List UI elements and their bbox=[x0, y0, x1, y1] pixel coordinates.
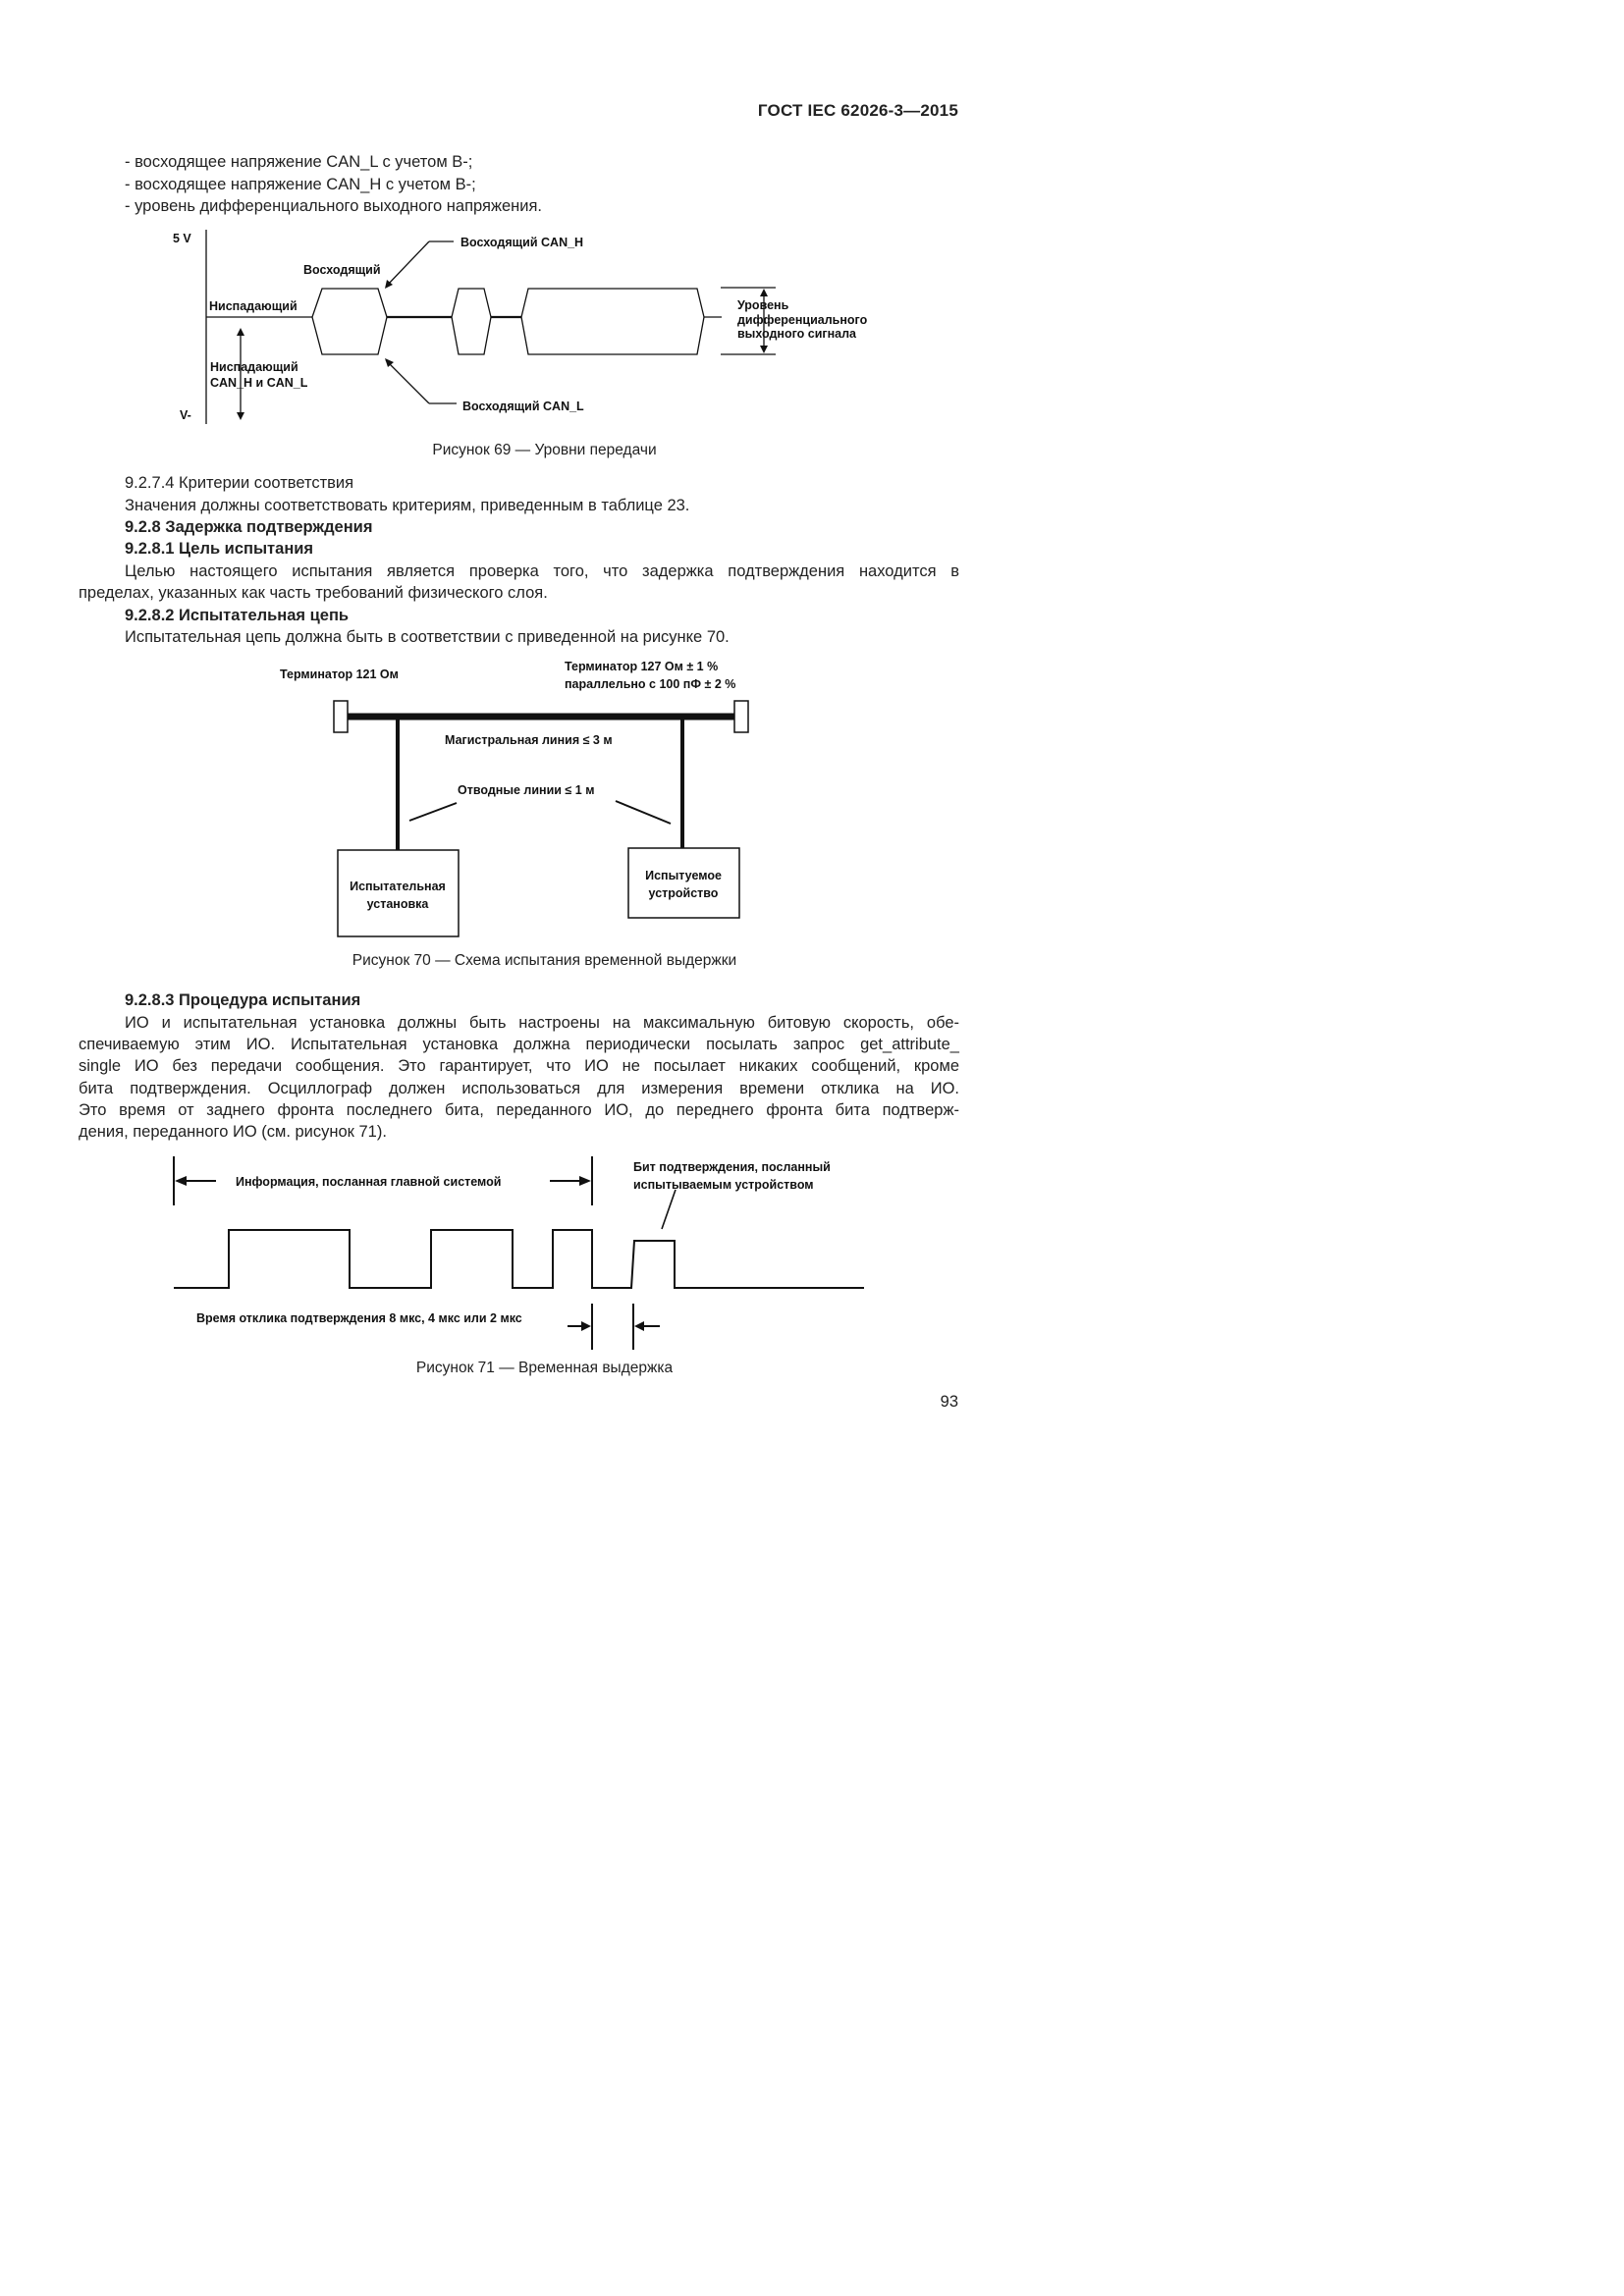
leader-line bbox=[615, 800, 672, 825]
label-terminator-121: Терминатор 121 Ом bbox=[280, 667, 399, 681]
section-heading: 9.2.8 Задержка подтверждения bbox=[125, 518, 373, 536]
label-ack-bit: Бит подтверждения, посланный bbox=[633, 1160, 831, 1174]
figure-69-caption: Рисунок 69 — Уровни передачи bbox=[432, 442, 657, 458]
paragraph: Значения должны соответствовать критерия… bbox=[125, 497, 690, 514]
paragraph: Испытательная цепь должна быть в соответ… bbox=[125, 628, 730, 646]
paragraph-line: пределах, указанных как часть требований… bbox=[79, 584, 548, 602]
bullet-item: - уровень дифференциального выходного на… bbox=[125, 197, 543, 215]
leader-line bbox=[385, 240, 430, 288]
arrowhead bbox=[579, 1176, 591, 1186]
document-id: ГОСТ IEC 62026-3—2015 bbox=[757, 101, 958, 120]
arrowhead bbox=[237, 328, 244, 336]
section-heading: 9.2.8.1 Цель испытания bbox=[125, 540, 314, 558]
bullet-item: - восходящее напряжение CAN_L с учетом B… bbox=[125, 153, 473, 171]
paragraph-line: single ИО без передачи сообщения. Это га… bbox=[79, 1057, 959, 1075]
paragraph-line: Целью настоящего испытания является пров… bbox=[125, 562, 959, 580]
figure-70-diagram: Терминатор 121 Ом Терминатор 127 Ом ± 1 … bbox=[280, 660, 749, 937]
arrowhead bbox=[237, 412, 244, 420]
arrowhead bbox=[175, 1176, 187, 1186]
leader-line bbox=[385, 359, 430, 404]
arrowhead bbox=[385, 358, 394, 367]
label-falling: Ниспадающий bbox=[209, 299, 298, 313]
label-host-info: Информация, посланная главной системой bbox=[236, 1175, 501, 1189]
label-diff-level: дифференциального bbox=[737, 313, 868, 327]
label-terminator-127: параллельно с 100 пФ ± 2 % bbox=[565, 677, 735, 691]
signal-pulse bbox=[520, 288, 705, 355]
paragraph-line: ИО и испытательная установка должны быть… bbox=[125, 1014, 959, 1032]
device-under-test-box bbox=[627, 847, 740, 919]
signal-pulse bbox=[311, 288, 388, 355]
terminator-right bbox=[733, 700, 749, 733]
label-test-equipment: установка bbox=[367, 897, 430, 911]
label-diff-level: выходного сигнала bbox=[737, 327, 857, 341]
label-diff-level: Уровень bbox=[737, 298, 789, 312]
bit-waveform bbox=[174, 1229, 864, 1289]
label-response-time: Время отклика подтверждения 8 мкс, 4 мкс… bbox=[196, 1311, 522, 1325]
label-terminator-127: Терминатор 127 Ом ± 1 % bbox=[565, 660, 718, 673]
figure-70-caption: Рисунок 70 — Схема испытания временной в… bbox=[352, 952, 737, 969]
paragraph-line: спечиваемую этим ИО. Испытательная устан… bbox=[79, 1036, 959, 1053]
label-rising-canl: Восходящий CAN_L bbox=[462, 400, 584, 413]
arrowhead bbox=[581, 1321, 591, 1331]
section-heading: 9.2.7.4 Критерии соответствия bbox=[125, 474, 354, 492]
label-device-under-test: устройство bbox=[649, 886, 719, 900]
paragraph-line: Это время от заднего фронта последнего б… bbox=[79, 1101, 959, 1119]
section-heading: 9.2.8.2 Испытательная цепь bbox=[125, 607, 350, 624]
arrowhead bbox=[760, 346, 768, 353]
section-heading: 9.2.8.3 Процедура испытания bbox=[125, 991, 361, 1009]
leader-line bbox=[661, 1189, 677, 1230]
label-trunk-line: Магистральная линия ≤ 3 м bbox=[445, 733, 613, 747]
page-number: 93 bbox=[940, 1393, 958, 1411]
figure-71-diagram: Информация, посланная главной системой Б… bbox=[173, 1156, 864, 1350]
label-vminus: V- bbox=[180, 408, 191, 422]
bullet-item: - восходящее напряжение CAN_H с учетом B… bbox=[125, 176, 476, 193]
terminator-left bbox=[333, 700, 349, 733]
figure-69-diagram: 5 V V- Восходящий Восходящий CAN_H Ниспа… bbox=[173, 230, 868, 424]
figure-71-caption: Рисунок 71 — Временная выдержка bbox=[415, 1360, 674, 1376]
leader-line bbox=[408, 802, 458, 822]
label-falling-can: CAN_H и CAN_L bbox=[210, 376, 308, 390]
label-falling-can: Ниспадающий bbox=[210, 360, 298, 374]
label-rising-canh: Восходящий CAN_H bbox=[460, 236, 583, 249]
label-test-equipment: Испытательная bbox=[350, 880, 446, 893]
label-rising: Восходящий bbox=[303, 263, 381, 277]
arrowhead bbox=[760, 289, 768, 296]
label-5v: 5 V bbox=[173, 232, 191, 245]
label-device-under-test: Испытуемое bbox=[645, 869, 722, 882]
arrowhead bbox=[634, 1321, 644, 1331]
paragraph-line: бита подтверждения. Осциллограф должен и… bbox=[79, 1080, 959, 1097]
arrowhead bbox=[385, 280, 393, 289]
paragraph-line: дения, переданного ИО (см. рисунок 71). bbox=[79, 1123, 387, 1141]
signal-pulse bbox=[451, 288, 492, 355]
label-ack-bit: испытываемым устройством bbox=[633, 1178, 814, 1192]
test-equipment-box bbox=[337, 849, 460, 937]
label-drop-lines: Отводные линии ≤ 1 м bbox=[458, 783, 594, 797]
